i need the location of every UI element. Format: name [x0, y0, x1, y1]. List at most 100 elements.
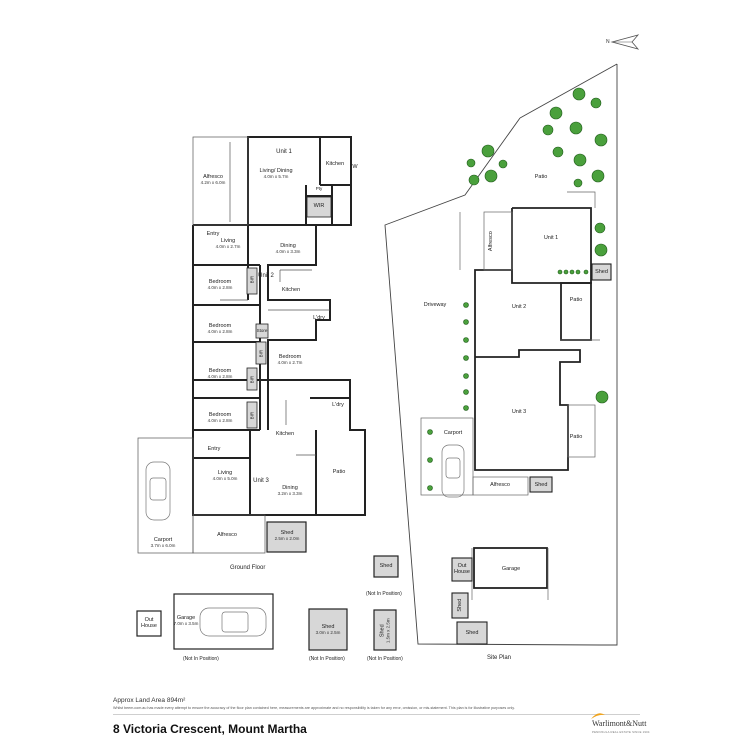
site-unit2: Unit 2	[511, 304, 527, 310]
unit1-label: Unit 1	[276, 149, 292, 155]
brand-mark-icon	[591, 713, 605, 719]
site-plan-title: Site Plan	[487, 655, 512, 661]
room-name: Garage	[176, 615, 196, 621]
site-patio-unit3: Patio	[569, 434, 583, 440]
room-w-unit1: W	[352, 164, 358, 170]
room-name: Bedroom	[208, 368, 232, 374]
room-bir-2: BIR	[258, 349, 264, 358]
room-dimension: 2.5m x 2.0m	[274, 536, 300, 542]
room-patio-unit3: Patio	[332, 469, 346, 475]
footer-divider	[113, 714, 640, 715]
site-shed-b: Shed	[465, 630, 479, 636]
room-dimension: 4.0m x 3.3m	[275, 249, 301, 255]
site-unit3: Unit 3	[511, 409, 527, 415]
room-dimension: 3.0m x 2.5m	[315, 630, 341, 636]
outbuilding-shapes	[136, 555, 399, 651]
site-patio-unit2: Patio	[569, 297, 583, 303]
room-bedroom-b: Bedroom 4.0m x 2.8m	[198, 323, 242, 334]
room-name: Dining	[282, 485, 298, 491]
room-living-unit2: Living 4.0m x 2.7m	[208, 238, 248, 249]
site-buildings	[473, 207, 592, 589]
room-carport: Carport 3.7m x 6.0m	[143, 537, 183, 548]
room-dimension: 3.7m x 6.0m	[150, 543, 176, 549]
room-wir-unit1: WIR	[313, 203, 325, 209]
room-name: Bedroom	[208, 323, 232, 329]
room-name: Shed	[379, 624, 386, 638]
ground-floor-walls	[192, 136, 366, 516]
outbuilding-shed-tall: Shed 1.5m x 2.5m	[379, 611, 390, 651]
room-bir-4: BIR	[249, 411, 255, 420]
room-pty-unit1: Pty	[315, 186, 323, 191]
room-name: Alfresco	[203, 174, 223, 180]
outbuilding-outhouse: Out House	[141, 617, 157, 630]
room-shed-ground: Shed 2.5m x 2.0m	[267, 530, 307, 541]
site-car-outline	[441, 444, 465, 498]
site-boundary	[384, 63, 618, 646]
room-alfresco-unit1: Alfresco 4.2m x 6.0m	[195, 174, 231, 185]
room-name: Living/ Dining	[259, 168, 293, 174]
room-dimension: 4.0m x 2.8m	[207, 418, 233, 424]
site-shed-unit3: Shed	[534, 482, 548, 488]
room-bedroom-c: Bedroom 4.0m x 2.7m	[268, 354, 312, 365]
carport-car-outline	[145, 461, 171, 521]
garage-car-outline	[199, 607, 267, 637]
room-dimension: 4.0m x 2.8m	[207, 285, 233, 291]
room-dimension: 7.0m x 3.5m	[173, 621, 199, 627]
room-name: Living	[220, 238, 236, 244]
room-bir-3: BIR	[249, 375, 255, 384]
outbuilding-shed-small: Shed	[379, 563, 393, 569]
room-name: Carport	[153, 537, 173, 543]
room-laundry-unit3: L'dry	[332, 402, 344, 408]
brand-name: Warlimont&Nutt	[592, 719, 647, 728]
room-entry-unit3: Entry	[207, 446, 221, 452]
unit3-label: Unit 3	[253, 478, 269, 484]
room-name: Bedroom	[278, 354, 302, 360]
room-bedroom-e: Bedroom 4.0m x 2.8m	[198, 412, 242, 423]
outbuilding-shed-small-note: (Not In Position)	[366, 591, 402, 597]
outbuilding-shed-mid: Shed 3.0m x 2.5m	[309, 624, 347, 635]
room-dimension: 4.0m x 5.7m	[263, 174, 289, 180]
disclaimer-text: Whilst beem.com.au has made every attemp…	[113, 706, 515, 710]
site-shed-a: Shed	[456, 598, 463, 612]
outbuilding-garage: Garage 7.0m x 3.5m	[170, 615, 202, 626]
site-sheds	[451, 263, 612, 645]
room-alfresco-unit3: Alfresco	[217, 532, 237, 538]
room-dimension: 1.5m x 2.5m	[385, 618, 391, 644]
ground-floor-title: Ground Floor	[230, 565, 266, 571]
site-garage: Garage	[501, 566, 521, 572]
ground-floor-shed-shape	[266, 521, 307, 553]
room-dimension: 4.0m x 2.8m	[207, 374, 233, 380]
brand-logo: Warlimont&Nutt PENINSULA REAL ESTATE SIN…	[591, 713, 649, 741]
north-label: N	[606, 39, 610, 45]
site-patio-top: Patio	[534, 174, 548, 180]
site-carport: Carport	[443, 430, 463, 436]
north-arrow-icon	[610, 34, 640, 50]
site-thin-lines	[420, 191, 600, 600]
property-address: 8 Victoria Crescent, Mount Martha	[113, 722, 307, 736]
brand-tagline: PENINSULA REAL ESTATE SINCE 1904	[592, 730, 650, 734]
room-bir-1: BIR	[249, 275, 255, 284]
room-kitchen-unit3: Kitchen	[275, 431, 295, 437]
room-kitchen-unit1: Kitchen	[325, 161, 345, 167]
room-dimension: 4.0m x 2.7m	[215, 244, 241, 250]
room-bedroom-a: Bedroom 4.0m x 2.8m	[198, 279, 242, 290]
room-bedroom-d: Bedroom 4.0m x 2.8m	[198, 368, 242, 379]
room-laundry-unit2: L'dry	[313, 315, 325, 321]
unit2-label: Unit 2	[258, 273, 274, 279]
room-dimension: 3.2m x 3.3m	[277, 491, 303, 497]
room-name: Shed	[280, 530, 294, 536]
room-name: Bedroom	[208, 279, 232, 285]
room-name: Living	[217, 470, 233, 476]
room-dimension: 4.0m x 2.8m	[207, 329, 233, 335]
land-area: Approx Land Area 894m²	[113, 697, 186, 704]
site-alfresco: Alfresco	[487, 231, 494, 252]
site-unit1: Unit 1	[543, 235, 559, 241]
room-name: Dining	[280, 243, 296, 249]
room-name: Bedroom	[208, 412, 232, 418]
site-driveway: Driveway	[423, 302, 447, 308]
room-dimension: 4.0m x 5.0m	[212, 476, 238, 482]
room-kitchen-unit2: Kitchen	[281, 287, 301, 293]
room-living-dining-unit1: Living/ Dining 4.0m x 5.7m	[252, 168, 300, 179]
room-store: Store	[256, 328, 268, 333]
